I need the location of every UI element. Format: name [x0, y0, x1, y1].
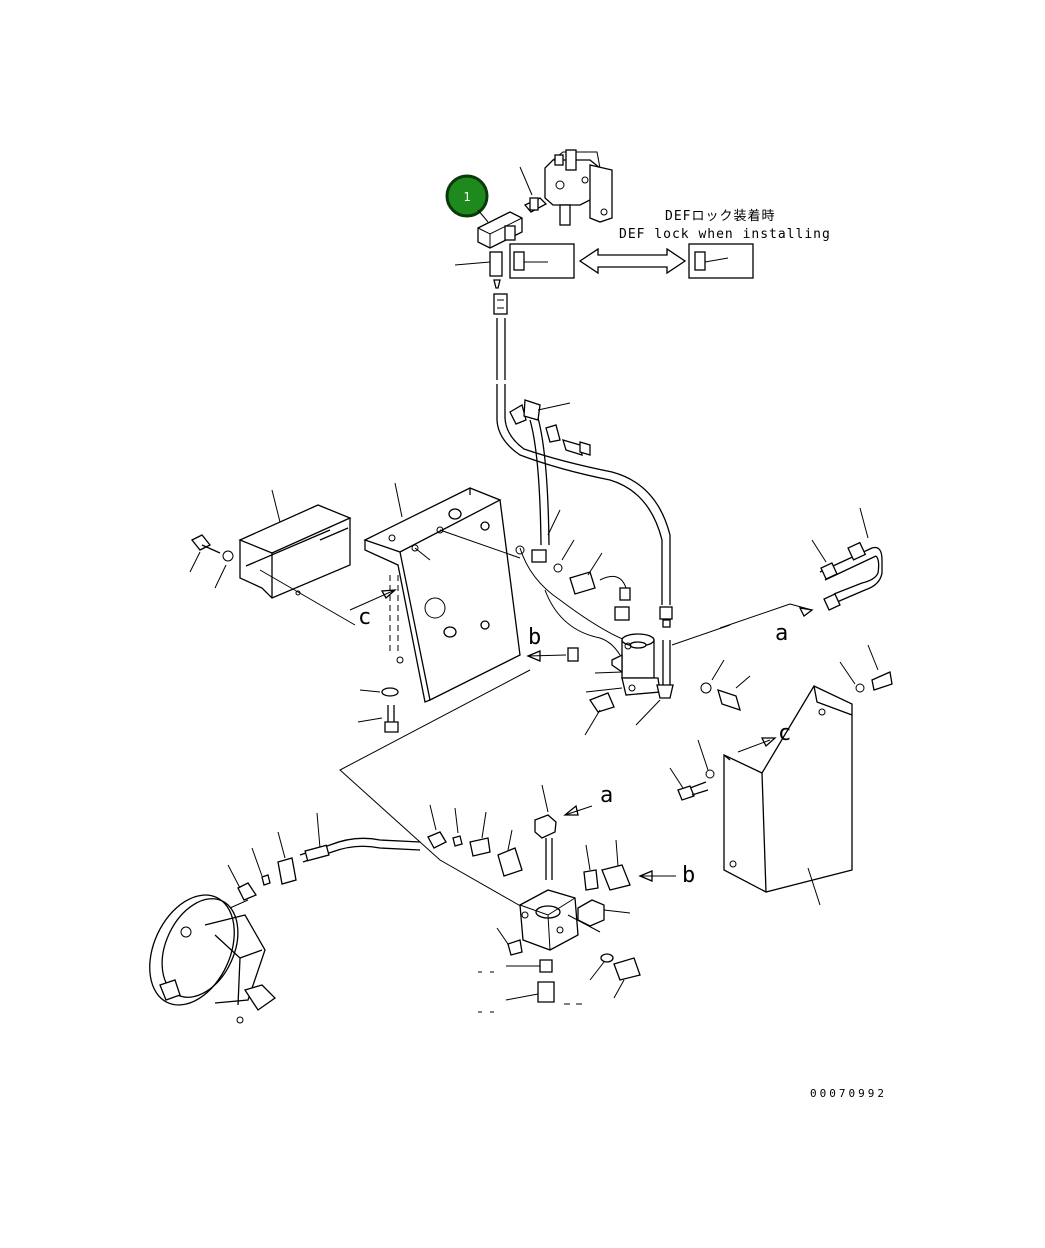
def-lock-note-en: DEF lock when installing: [619, 227, 831, 242]
label-a-lower: a: [600, 783, 613, 808]
bolt-left-cover: [189, 534, 234, 589]
hose-upper: [496, 318, 671, 605]
bolt-mid: [569, 552, 603, 595]
label-b-left: b: [528, 625, 541, 650]
label-c-right: c: [778, 721, 791, 746]
connector-lower: [577, 844, 631, 927]
clip-mid: [515, 509, 575, 573]
callout-marker[interactable]: 1: [445, 174, 489, 223]
valve-fitting-top: [523, 197, 548, 213]
label-c-left: c: [358, 605, 371, 630]
arrow-b-left: [526, 647, 579, 662]
cover-left: [238, 489, 352, 599]
valve-plug: [496, 927, 523, 956]
elbow-lower: [534, 784, 557, 880]
def-lock-box-right: [688, 243, 754, 279]
washer-lower-left: [359, 687, 399, 697]
pipe-right: [811, 507, 883, 611]
hose-nut: [493, 293, 508, 315]
cable-to-bracket: [259, 569, 546, 921]
air-chamber: [149, 894, 277, 1024]
double-arrow: [578, 247, 687, 275]
pipe-vertical: [529, 417, 550, 546]
bolt-lower-left: [357, 705, 399, 733]
callout-number: 1: [463, 190, 470, 204]
main-bracket: [363, 482, 521, 703]
label-a-right: a: [775, 621, 788, 646]
connector-b-lower: [601, 839, 676, 891]
pipe-fitting-right: [635, 606, 674, 726]
bolt-right-cover: [669, 739, 715, 801]
hose-nuts-left: [227, 831, 297, 901]
cover-right: [723, 685, 853, 906]
arrow-a-right: [671, 603, 814, 646]
fittings-row: [316, 804, 523, 877]
arrow-c-right: [737, 737, 777, 753]
connector-mid: [614, 587, 631, 621]
wire-harness: [519, 547, 627, 656]
fitting-lower-mid: [584, 692, 615, 736]
pipe-tee-mid: [509, 399, 591, 456]
label-b-lower: b: [682, 863, 695, 888]
valve-fittings-bottom: [478, 959, 582, 1013]
solenoid-valve: [585, 633, 661, 696]
relay-valve: [519, 889, 601, 951]
elbow-fitting: [454, 251, 503, 289]
tee-fitting-1: [477, 211, 523, 249]
valve-block: [519, 149, 613, 226]
def-lock-box-left: [509, 243, 575, 279]
washer-bolt-bottom: [589, 953, 641, 999]
dashed-stud: [389, 575, 404, 664]
def-lock-note-jp: DEFロック装着時: [665, 208, 775, 224]
lower-hose: [299, 837, 421, 863]
drawing-code: 00070992: [810, 1087, 887, 1100]
arrow-a-lower: [563, 804, 593, 816]
bolts-right-center: [700, 644, 893, 712]
